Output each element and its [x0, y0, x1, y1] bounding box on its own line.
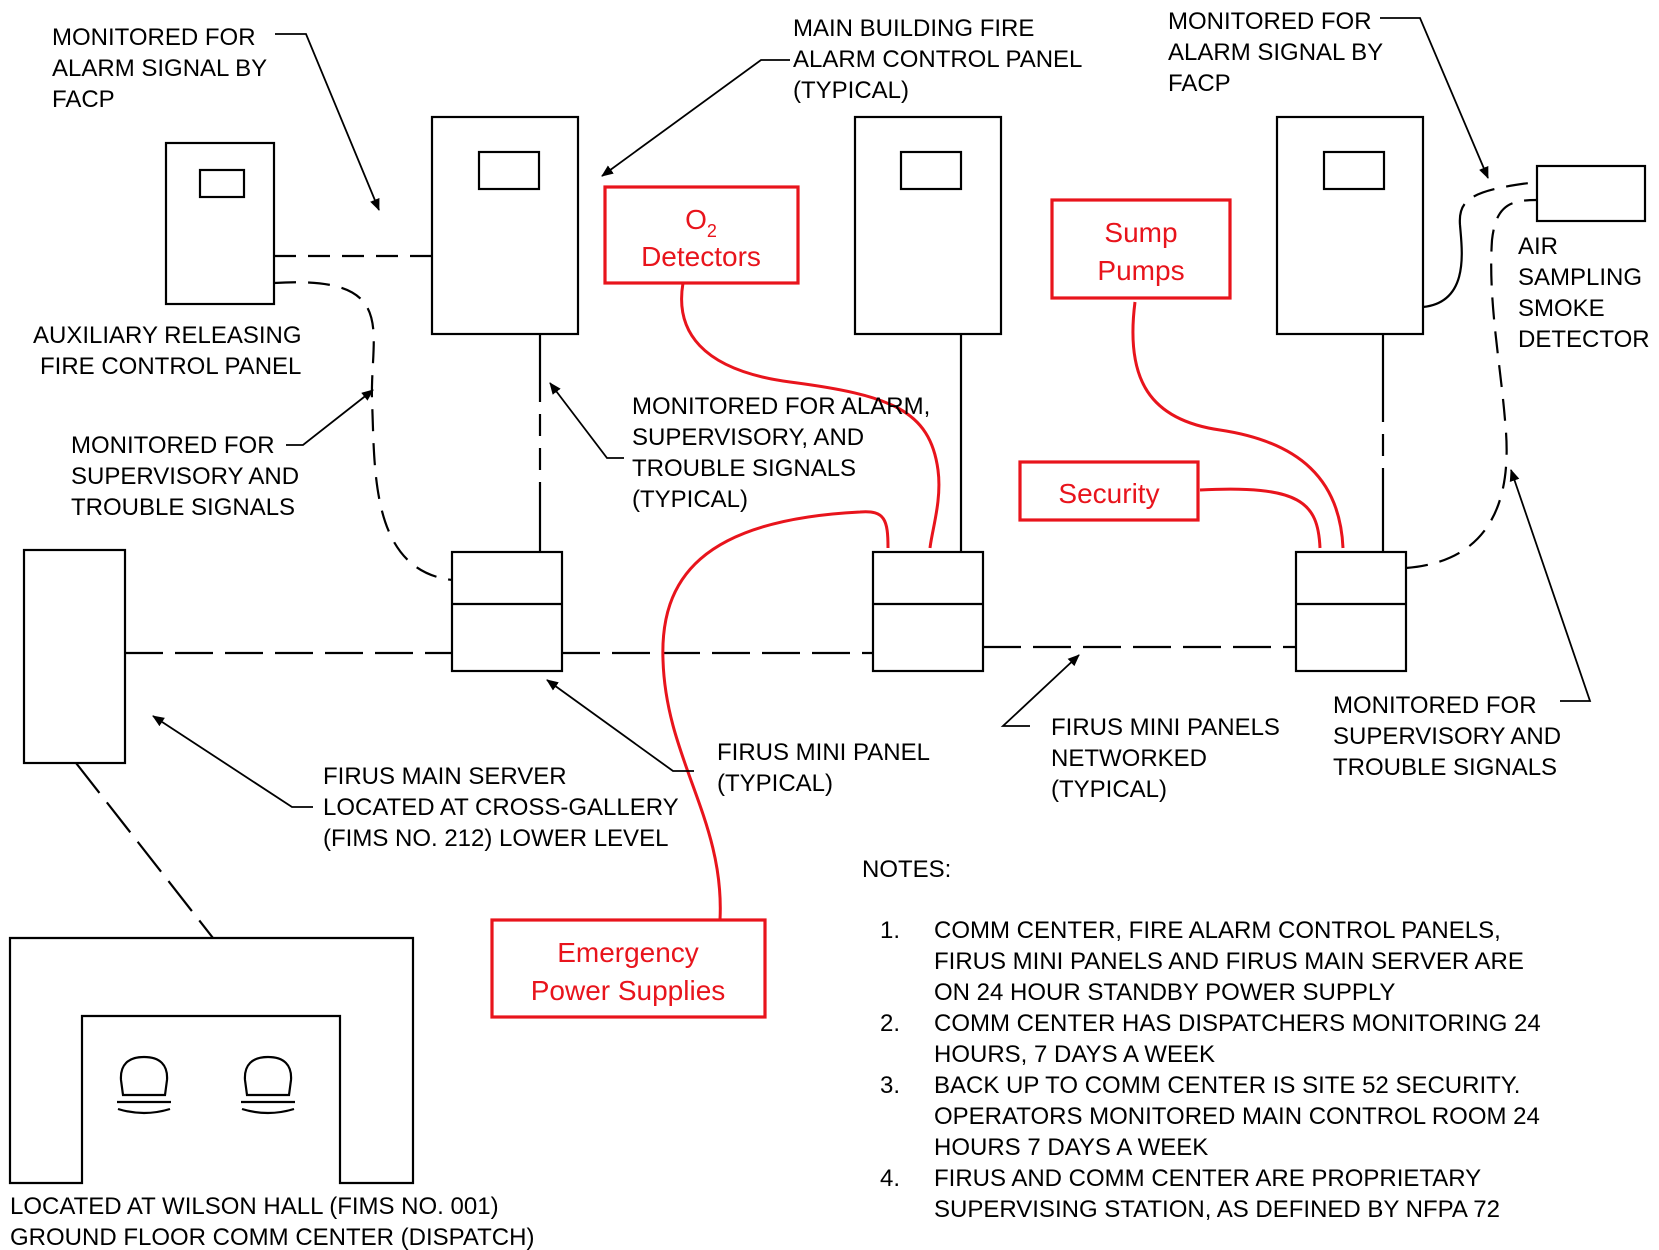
- firus-mini-panel-right: [1294, 550, 1408, 673]
- facp-panel-right: [1275, 115, 1425, 336]
- note-1: 1. COMM CENTER, FIRE ALARM CONTROL PANEL…: [880, 917, 1531, 1006]
- facp-panel-middle: [853, 115, 1003, 336]
- label-main-building-facp: MAIN BUILDING FIRE ALARM CONTROL PANEL (…: [793, 15, 1088, 104]
- notes-title: NOTES:: [862, 856, 951, 883]
- label-firus-mini-panel: FIRUS MINI PANEL (TYPICAL): [717, 739, 936, 797]
- air-sampling-smoke-detector: [1535, 164, 1647, 223]
- label-monitored-alarm-sup: MONITORED FOR ALARM, SUPERVISORY, AND TR…: [632, 393, 937, 513]
- label-firus-networked: FIRUS MINI PANELS NETWORKED (TYPICAL): [1051, 714, 1287, 803]
- firus-main-server: [22, 548, 127, 765]
- note-3: 3. BACK UP TO COMM CENTER IS SITE 52 SEC…: [880, 1072, 1547, 1161]
- note-2: 2. COMM CENTER HAS DISPATCHERS MONITORIN…: [880, 1010, 1547, 1068]
- sump-pumps-line-1: Sump: [1104, 217, 1177, 248]
- firus-mini-panel-left: [450, 550, 564, 673]
- label-auxiliary-panel: AUXILIARY RELEASING FIRE CONTROL PANEL: [33, 322, 308, 380]
- emergency-power-box: Emergency Power Supplies: [490, 918, 767, 1019]
- network-connections: [75, 180, 1538, 939]
- label-firus-main-server: FIRUS MAIN SERVER LOCATED AT CROSS-GALLE…: [323, 763, 685, 852]
- dispatcher-chair-left: [117, 1055, 171, 1115]
- label-monitored-sup-left: MONITORED FOR SUPERVISORY AND TROUBLE SI…: [71, 432, 306, 521]
- o2-detectors-box: O2 Detectors: [603, 185, 800, 285]
- notes-block: NOTES: 1. COMM CENTER, FIRE ALARM CONTRO…: [862, 856, 1547, 1223]
- security-box: Security: [1018, 460, 1200, 522]
- label-air-sampling: AIR SAMPLING SMOKE DETECTOR: [1518, 233, 1650, 353]
- firus-mini-panel-middle: [871, 550, 985, 673]
- dispatcher-chair-right: [241, 1055, 295, 1115]
- security-label: Security: [1058, 478, 1159, 509]
- svg-text:O2: O2: [685, 204, 717, 241]
- facp-panel-left: [430, 115, 580, 336]
- o2-base: O: [685, 204, 707, 235]
- label-monitored-alarm-left: MONITORED FOR ALARM SIGNAL BY FACP: [52, 24, 273, 113]
- emergency-power-line-2: Power Supplies: [531, 975, 726, 1006]
- auxiliary-releasing-panel: [164, 141, 276, 306]
- label-monitored-alarm-right: MONITORED FOR ALARM SIGNAL BY FACP: [1168, 8, 1389, 97]
- red-connections: [661, 282, 1345, 921]
- sump-pumps-line-2: Pumps: [1097, 255, 1184, 286]
- label-wilson-hall: LOCATED AT WILSON HALL (FIMS NO. 001) GR…: [10, 1193, 534, 1250]
- leader-lines: [152, 17, 1592, 808]
- o2-subscript: 2: [707, 221, 717, 241]
- sump-pumps-box: Sump Pumps: [1050, 198, 1232, 300]
- comm-center-building: [8, 936, 415, 1185]
- label-monitored-sup-right: MONITORED FOR SUPERVISORY AND TROUBLE SI…: [1333, 692, 1568, 781]
- o2-detectors-label: Detectors: [641, 241, 761, 272]
- note-4: 4. FIRUS AND COMM CENTER ARE PROPRIETARY…: [880, 1165, 1500, 1223]
- emergency-power-line-1: Emergency: [557, 937, 699, 968]
